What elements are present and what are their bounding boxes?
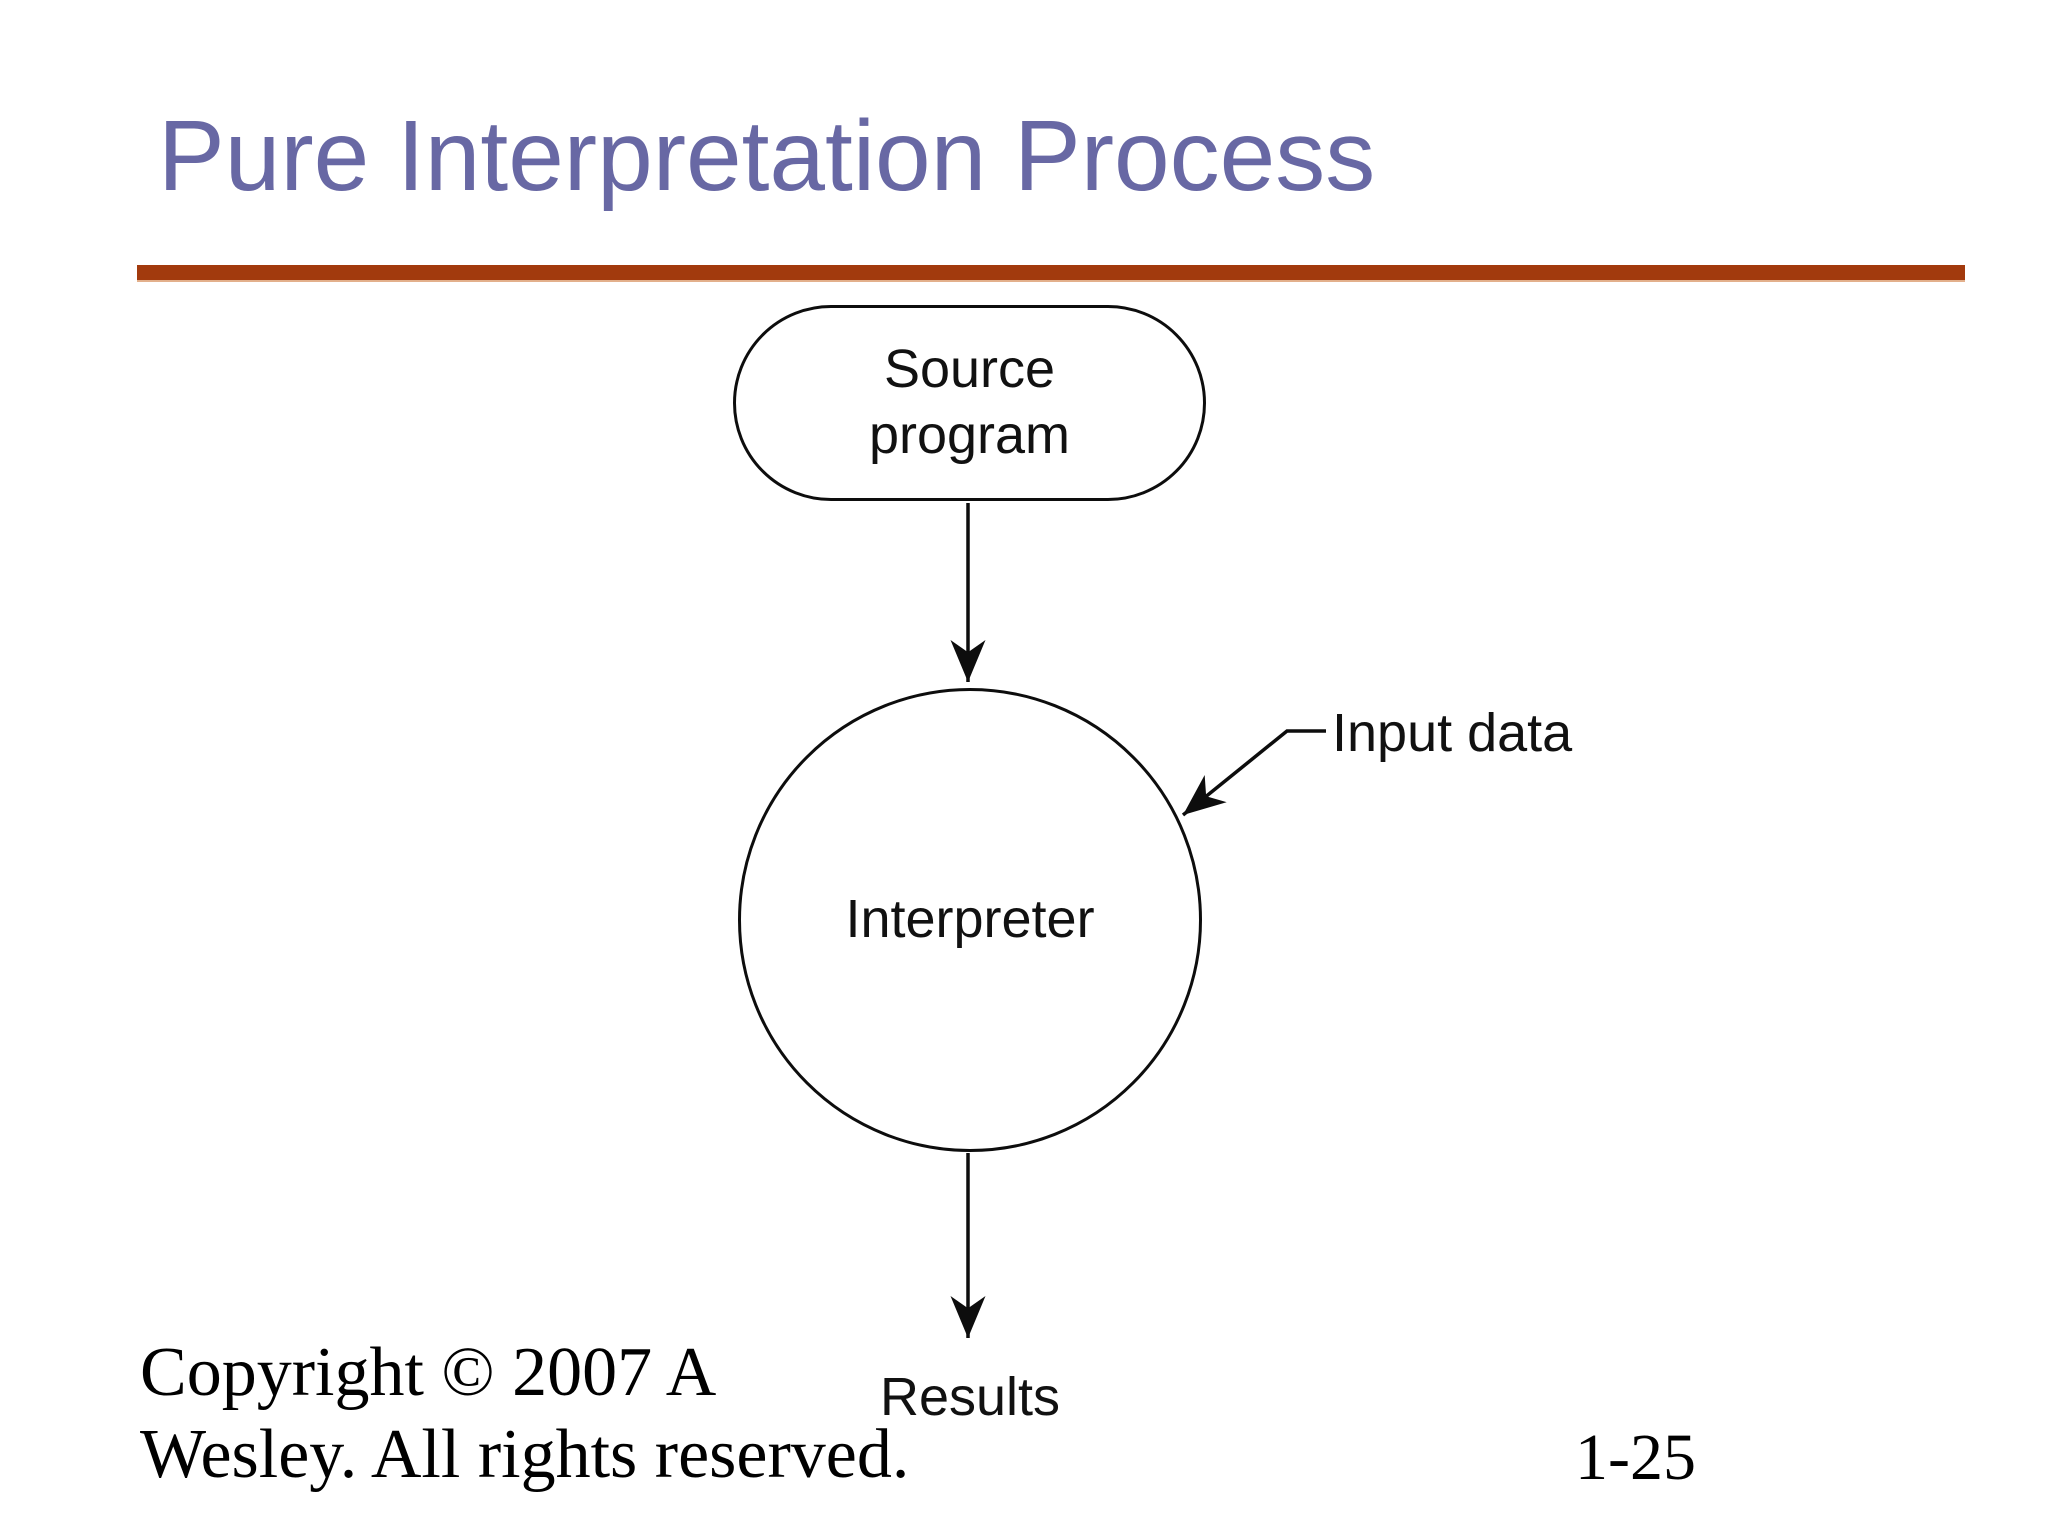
input-data-label: Input data <box>1332 703 1573 763</box>
arrow-input-data-to-interpreter <box>1181 729 1326 817</box>
copyright-line2: Wesley. All rights reserved. <box>140 1415 910 1493</box>
slide-title: Pure Interpretation Process <box>158 100 1376 212</box>
title-divider-rule <box>137 265 1965 282</box>
source-program-label-line1: Source <box>883 339 1056 400</box>
interpreter-node: Interpreter <box>738 688 1202 1152</box>
results-label: Results <box>879 1367 1061 1427</box>
source-program-label-line2: program <box>868 405 1071 465</box>
page-number: 1-25 <box>1575 1421 1696 1494</box>
copyright-notice: Copyright © 2007 A Wesley. All rights re… <box>140 1332 909 1496</box>
copyright-line1: Copyright © 2007 A <box>140 1334 717 1411</box>
source-program-node: Source program <box>733 305 1206 501</box>
interpreter-label: Interpreter <box>845 889 1095 950</box>
